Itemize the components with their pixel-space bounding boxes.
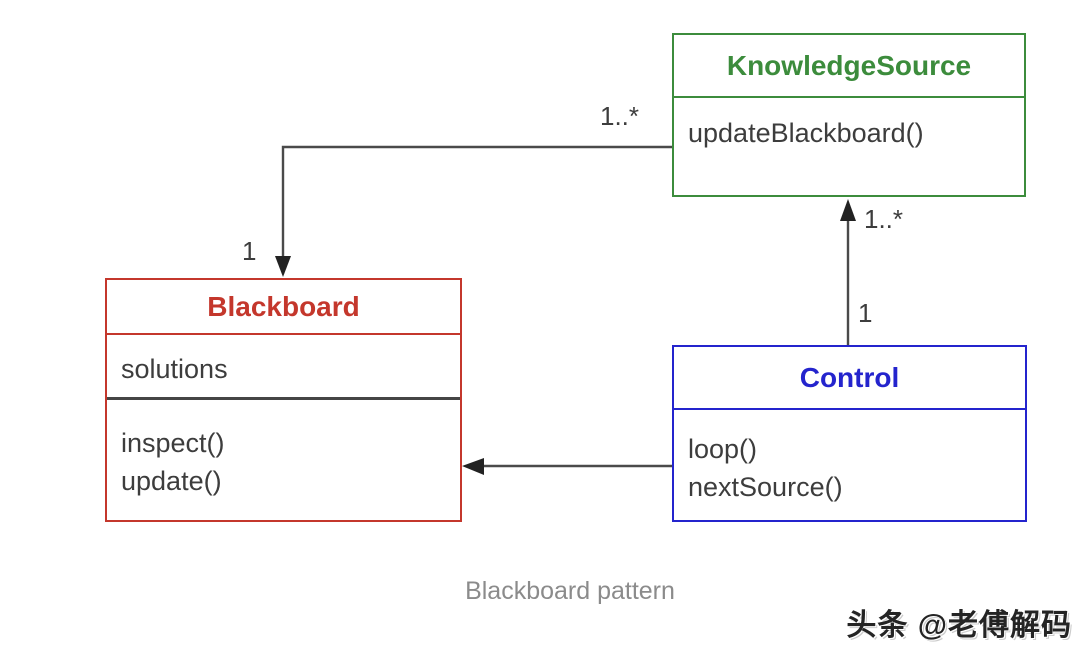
class-title-blackboard: Blackboard	[107, 280, 460, 335]
multiplicity-blackboard-end-of-ks-blackboard: 1	[242, 236, 257, 266]
watermark-text: 头条 @老傅解码	[846, 609, 1072, 642]
method-update: update()	[121, 466, 222, 496]
class-title-control: Control	[674, 347, 1025, 410]
multiplicity-ks-end-of-control-ks: 1..*	[864, 204, 904, 234]
arrowhead-left-icon	[462, 458, 484, 475]
method-inspect: inspect()	[121, 428, 225, 458]
class-box-knowledgesource: KnowledgeSource updateBlackboard()	[672, 33, 1026, 197]
multiplicity-control-end-of-control-ks: 1	[858, 298, 873, 328]
method-loop: loop()	[688, 434, 758, 464]
multiplicity-ks-end-of-ks-blackboard: 1..*	[600, 101, 640, 131]
class-box-control: Control loop() nextSource()	[672, 345, 1027, 522]
class-methods-blackboard: inspect() update()	[107, 400, 460, 520]
diagram-caption: Blackboard pattern	[465, 577, 675, 605]
arrowhead-down-icon	[275, 256, 291, 277]
class-title-knowledgesource: KnowledgeSource	[674, 35, 1024, 98]
attribute-solutions: solutions	[121, 354, 228, 384]
class-attributes-blackboard: solutions	[107, 335, 460, 400]
method-nextsource: nextSource()	[688, 472, 843, 502]
relation-ks-to-blackboard-line	[281, 145, 672, 259]
class-methods-knowledgesource: updateBlackboard()	[674, 98, 1024, 195]
arrowhead-up-icon	[840, 199, 856, 221]
method-updateblackboard: updateBlackboard()	[688, 118, 924, 148]
class-box-blackboard: Blackboard solutions inspect() update()	[105, 278, 462, 522]
class-methods-control: loop() nextSource()	[674, 410, 1025, 522]
